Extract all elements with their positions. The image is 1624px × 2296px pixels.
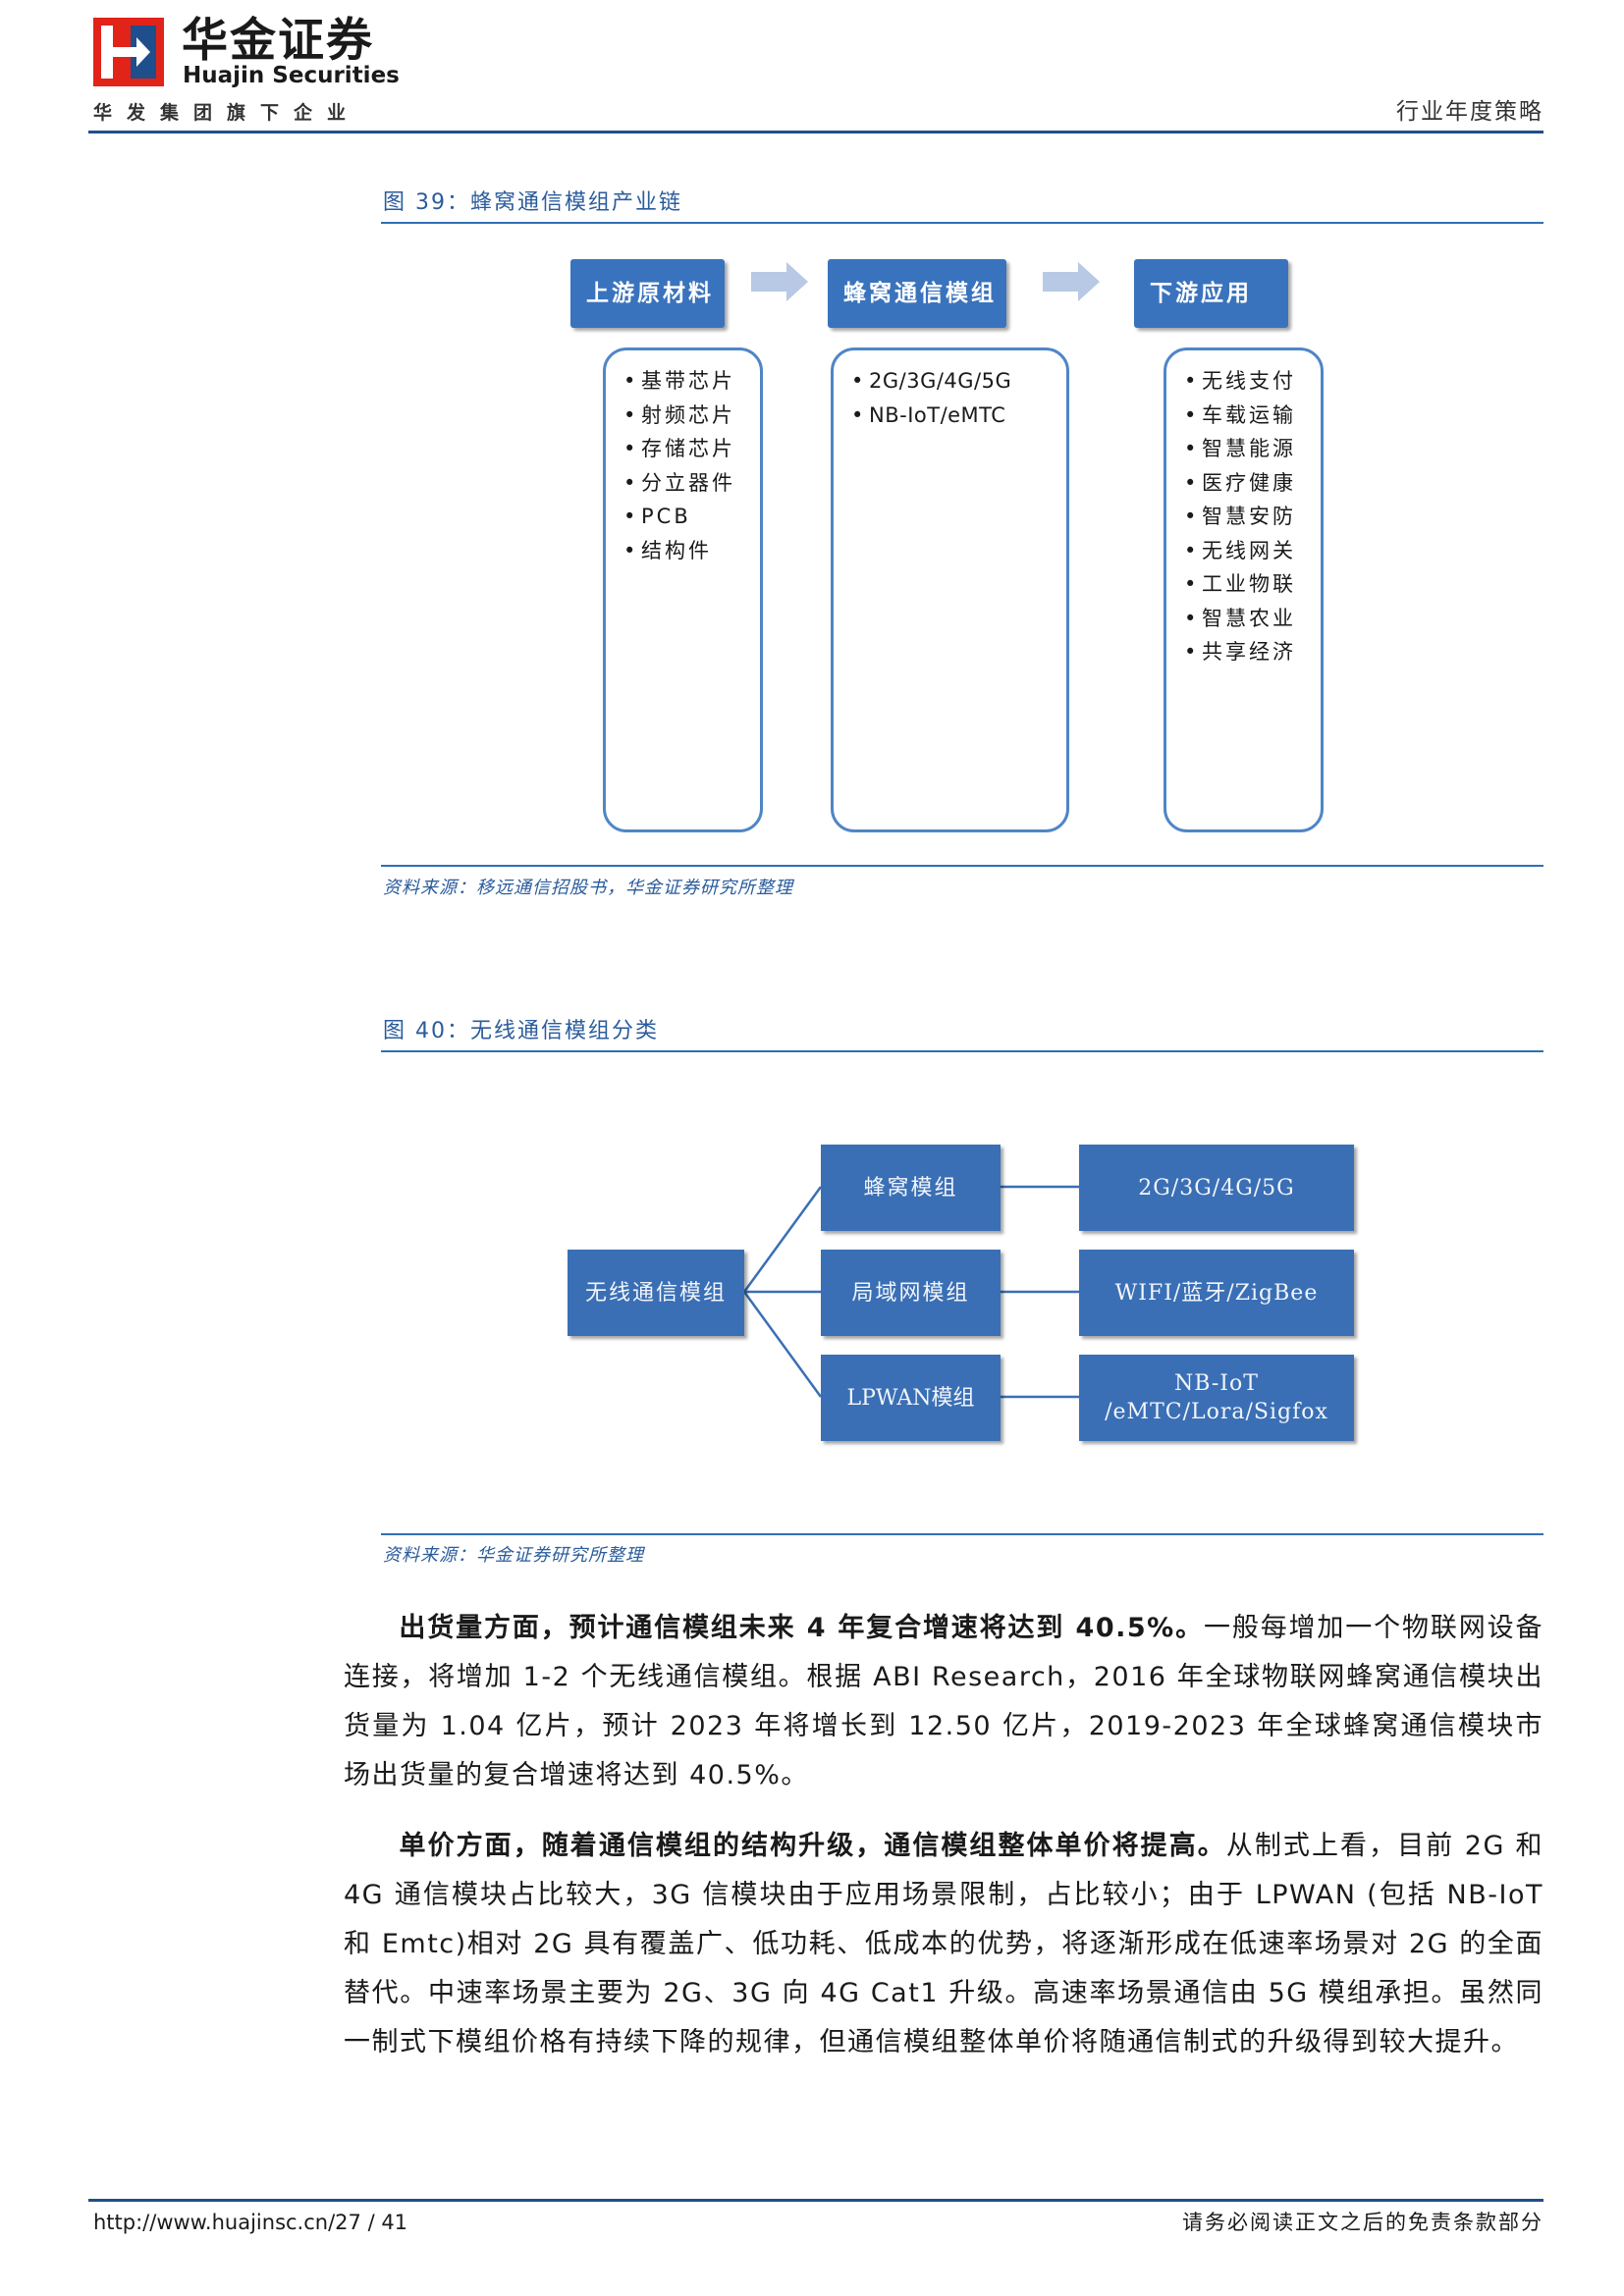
paragraph-body: 从制式上看，目前 2G 和 4G 通信模块占比较大，3G 信模块由于应用场景限制… bbox=[344, 1831, 1544, 2057]
list-item: •车载运输 bbox=[1184, 402, 1296, 427]
figure39-bottom-rule bbox=[381, 865, 1543, 867]
list-item: •存储芯片 bbox=[623, 437, 735, 460]
paragraph-unit-price: 单价方面，随着通信模组的结构升级，通信模组整体单价将提高。从制式上看，目前 2G… bbox=[344, 1822, 1543, 2067]
list-item: •智慧能源 bbox=[1184, 437, 1296, 460]
right-arrow-icon bbox=[751, 262, 808, 301]
list-item: •医疗健康 bbox=[1184, 470, 1296, 495]
tree-leaf-cellular: 2G/3G/4G/5G bbox=[1079, 1145, 1354, 1231]
paragraph-lead: 单价方面，随着通信模组的结构升级，通信模组整体单价将提高。 bbox=[399, 1831, 1226, 1861]
footer-divider bbox=[88, 2199, 1543, 2202]
list-item: •结构件 bbox=[623, 538, 712, 562]
chain-header-downstream: 下游应用 bbox=[1134, 259, 1288, 328]
footer-website-link[interactable]: http://www.huajinsc.cn/27 / 41 bbox=[93, 2211, 408, 2234]
list-item: •无线支付 bbox=[1184, 369, 1296, 393]
logo-text-en: Huajin Securities bbox=[183, 63, 400, 88]
figure39-source: 资料来源：移远通信招股书，华金证券研究所整理 bbox=[383, 878, 793, 898]
chain-box-module: •2G/3G/4G/5G •NB-IoT/eMTC bbox=[831, 347, 1069, 832]
list-item: •工业物联 bbox=[1184, 572, 1296, 596]
right-arrow-icon bbox=[1043, 262, 1100, 301]
figure40-top-rule bbox=[381, 1050, 1543, 1052]
paragraph-shipments: 出货量方面，预计通信模组未来 4 年复合增速将达到 40.5%。一般每增加一个物… bbox=[344, 1604, 1543, 1800]
figure40-source: 资料来源：华金证券研究所整理 bbox=[383, 1545, 644, 1566]
tree-leaf-lan: WIFI/蓝牙/ZigBee bbox=[1079, 1250, 1354, 1336]
tree-root-wireless-module: 无线通信模组 bbox=[568, 1250, 744, 1336]
figure40-title: 图 40：无线通信模组分类 bbox=[383, 1019, 659, 1043]
chain-header-module: 蜂窝通信模组 bbox=[828, 259, 1006, 328]
chain-header-upstream: 上游原材料 bbox=[570, 259, 725, 328]
figure40-bottom-rule bbox=[381, 1533, 1543, 1535]
list-item: •PCB bbox=[623, 505, 691, 528]
report-type-label: 行业年度策略 bbox=[1396, 99, 1543, 125]
footer-disclaimer: 请务必阅读正文之后的免责条款部分 bbox=[1182, 2211, 1543, 2234]
figure39-top-rule bbox=[381, 222, 1543, 224]
chain-box-downstream: •无线支付 •车载运输 •智慧能源 •医疗健康 •智慧安防 •无线网关 •工业物… bbox=[1164, 347, 1324, 832]
list-item: •智慧农业 bbox=[1184, 606, 1296, 630]
tree-branch-lpwan: LPWAN模组 bbox=[821, 1355, 1001, 1441]
chain-box-upstream: •基带芯片 •射频芯片 •存储芯片 •分立器件 •PCB •结构件 bbox=[603, 347, 763, 832]
huajin-logo-icon bbox=[93, 18, 164, 86]
list-item: •共享经济 bbox=[1184, 640, 1296, 664]
tree-branch-lan: 局域网模组 bbox=[821, 1250, 1001, 1336]
list-item: •基带芯片 bbox=[623, 369, 735, 393]
list-item: •2G/3G/4G/5G bbox=[851, 369, 1012, 393]
list-item: •分立器件 bbox=[623, 470, 735, 495]
paragraph-body: 一般每增加一个物联网设备连接，将增加 1-2 个无线通信模组。根据 ABI Re… bbox=[344, 1613, 1543, 1790]
list-item: •NB-IoT/eMTC bbox=[851, 402, 1006, 427]
paragraph-lead: 出货量方面，预计通信模组未来 4 年复合增速将达到 40.5%。 bbox=[399, 1613, 1204, 1643]
list-item: •无线网关 bbox=[1184, 538, 1296, 562]
group-tagline: 华发集团旗下企业 bbox=[93, 102, 361, 124]
logo-text-cn: 华金证券 bbox=[182, 14, 374, 68]
list-item: •射频芯片 bbox=[623, 402, 735, 427]
tree-leaf-lpwan: NB-IoT /eMTC/Lora/Sigfox bbox=[1079, 1355, 1354, 1441]
figure39-title: 图 39：蜂窝通信模组产业链 bbox=[383, 190, 682, 215]
tree-branch-cellular: 蜂窝模组 bbox=[821, 1145, 1001, 1231]
list-item: •智慧安防 bbox=[1184, 505, 1296, 528]
header-divider bbox=[88, 131, 1543, 133]
